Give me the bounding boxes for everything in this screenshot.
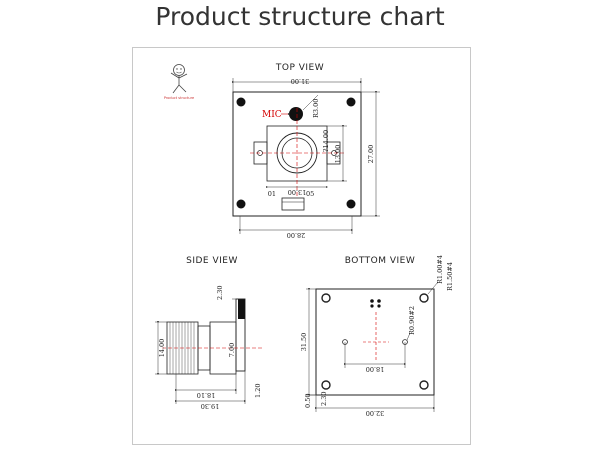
bottom-view-board [315,288,435,396]
dim-lens-height: 13.00 [334,145,342,164]
top-view-board [232,91,362,217]
logo-caption: Product structure [164,96,194,100]
dim-length-a: 18.10 [197,391,216,399]
drawing-frame [132,47,471,445]
dim-hole-b: R1.50#4 [446,262,454,291]
dim-height-outer: 27.00 [367,145,375,164]
dim-bottom-height: 31.50 [300,333,308,352]
dim-bottom-width: 32.00 [366,409,385,417]
top-view-dimensions: 31.00 27.00 MIC R3.00 ?14.00 13.00 13.00… [232,77,380,239]
bottom-view-dimensions: R1.00#4 R1.50#4 R0.90#2 31.50 18.00 32.0… [300,255,454,417]
dim-hole-span: 18.00 [366,365,385,373]
dim-pcb: 1.20 [254,384,262,398]
dim-side-height: 14.00 [158,339,166,358]
top-view-label: TOP VIEW [275,63,324,73]
page-title: Product structure chart [155,2,445,31]
dim-edge-a: 0.50 [304,394,312,408]
side-view-drawing [162,298,262,375]
pin-first: 01 [268,190,276,198]
stick-figure-logo: Product structure [164,64,194,100]
dim-hole-a: R1.00#4 [436,255,444,284]
dim-edge-b: 2.30 [320,392,328,406]
dim-small-hole: R0.90#2 [408,306,416,335]
dim-lens-len: 7.00 [228,343,236,357]
dim-bottom-width: 28.00 [287,231,306,239]
dim-width-outer: 31.00 [291,77,310,85]
dim-mic-dia: ?14.00 [322,130,330,152]
side-view-label: SIDE VIEW [186,256,238,266]
dim-board-thickness: 2.30 [216,286,224,300]
dim-length-b: 19.30 [201,402,220,410]
side-view-dimensions: 2.30 14.00 7.00 18.10 19.30 1.20 [155,286,262,410]
pin-last: 05 [306,190,314,198]
bottom-view-label: BOTTOM VIEW [345,256,416,266]
dim-mic-small: R3.00 [312,99,320,118]
mic-label: MIC [262,110,282,120]
dim-lens-width: 13.00 [288,188,307,196]
